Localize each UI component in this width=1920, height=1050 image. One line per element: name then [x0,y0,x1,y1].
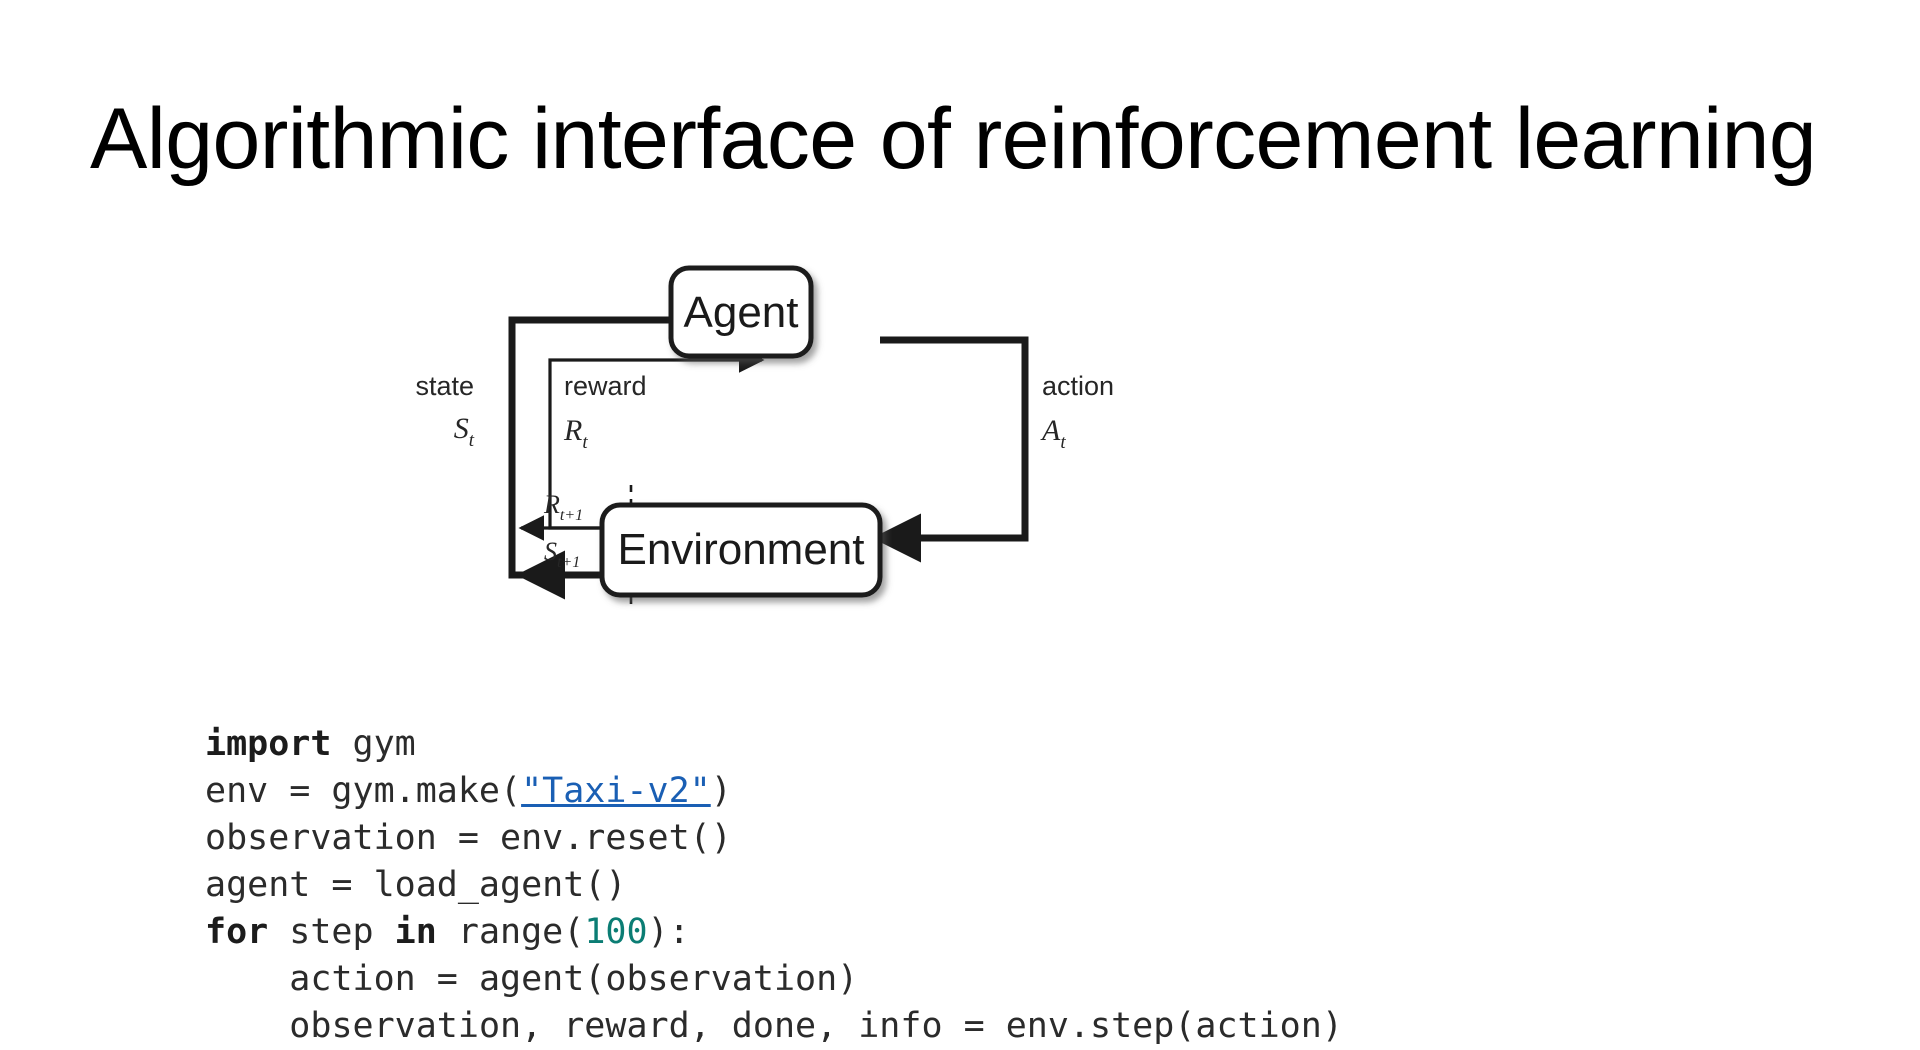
code-link-taxi-v2[interactable]: "Taxi-v2" [521,771,711,811]
edge-action [872,336,1029,563]
code-line: import gym [205,721,1343,768]
environment-box[interactable] [599,502,883,598]
code-indent [205,1006,289,1046]
code-text: step [268,912,395,952]
rl-loop-diagram-svg: Agent Environment state St reward Rt act… [415,265,1114,610]
code-keyword: import [205,724,332,764]
action-symbol-label: At [1040,414,1066,453]
code-indent [205,959,289,999]
rl-loop-diagram: Agent Environment state St reward Rt act… [380,250,1380,610]
code-text: gym [331,724,416,764]
page-title: Algorithmic interface of reinforcement l… [90,90,1817,187]
reward-symbol-label: Rt [563,414,588,453]
code-line: for step in range(100): [205,909,1343,956]
reward-word-label: reward [564,371,647,401]
code-text: agent = load_agent() [205,865,627,905]
state-word-label: state [415,371,474,401]
code-text: action = agent(observation) [289,959,859,999]
code-number: 100 [584,912,648,952]
code-text: observation, reward, done, info = env.st… [289,1006,1343,1046]
code-line: observation, reward, done, info = env.st… [205,1003,1343,1050]
state-symbol-label: St [454,412,475,451]
code-text: ): [647,912,690,952]
code-text: env = gym.make( [205,771,522,811]
environment-label: Environment [617,525,864,574]
code-text: observation = env.reset() [205,818,732,858]
code-line: action = agent(observation) [205,956,1343,1003]
code-text: range( [436,912,585,952]
code-keyword: for [205,912,269,952]
code-line: observation = env.reset() [205,815,1343,862]
state-next-symbol-label: St+1 [544,537,580,571]
node-environment[interactable]: Environment [599,502,883,598]
code-line: env = gym.make("Taxi-v2") [205,768,1343,815]
node-agent[interactable]: Agent [668,265,814,359]
reward-next-symbol-label: Rt+1 [543,490,583,524]
code-line: agent = load_agent() [205,862,1343,909]
agent-label: Agent [684,288,799,337]
agent-box[interactable] [668,265,814,359]
action-word-label: action [1042,371,1114,401]
code-keyword: in [394,912,437,952]
code-text: ) [710,771,732,811]
